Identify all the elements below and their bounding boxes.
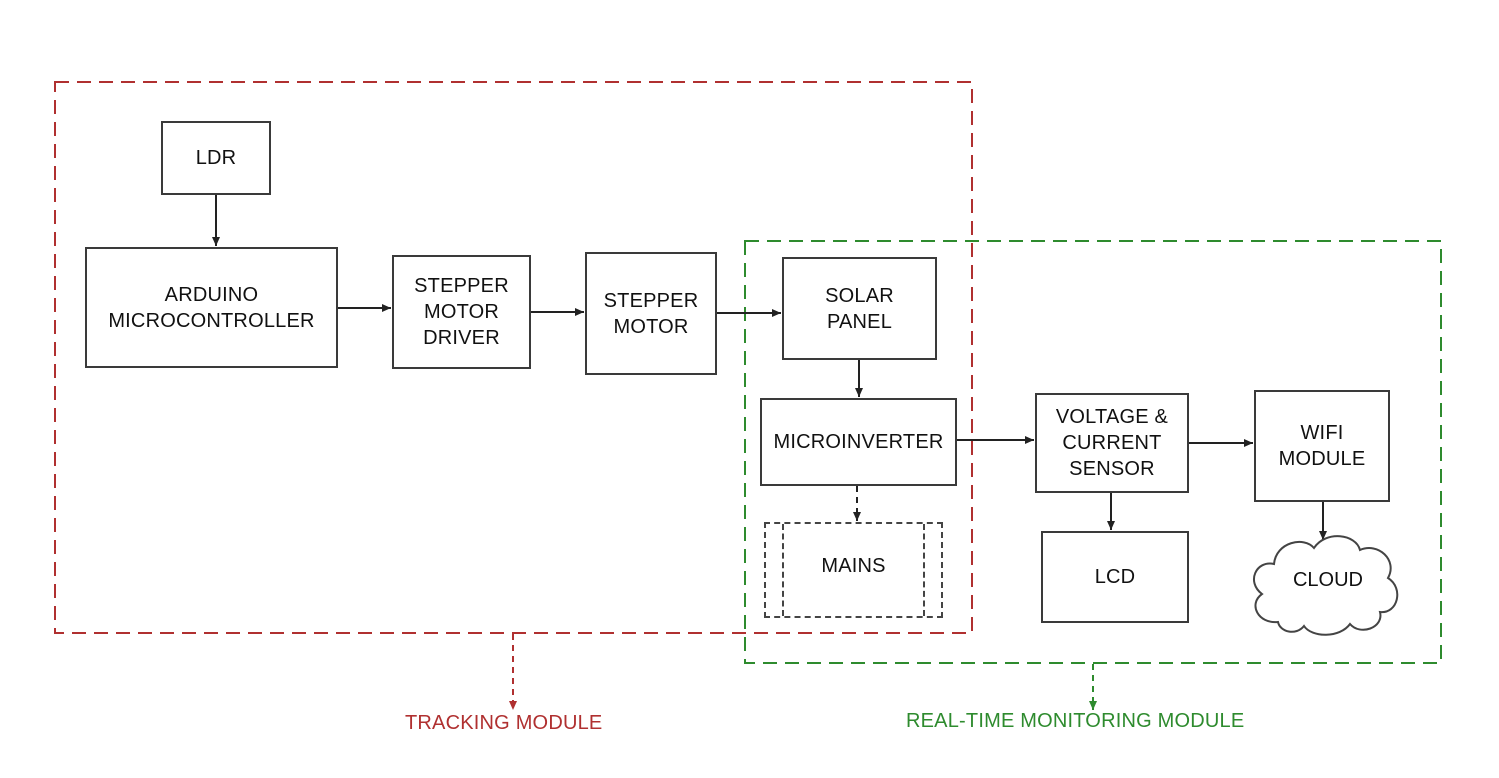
ldr-block: LDR bbox=[161, 121, 271, 195]
voltage-current-sensor-block: VOLTAGE & CURRENT SENSOR bbox=[1035, 393, 1189, 493]
cloud-icon bbox=[1253, 535, 1399, 636]
arduino-label: ARDUINO MICROCONTROLLER bbox=[108, 283, 315, 332]
ldr-label: LDR bbox=[195, 147, 237, 169]
arduino-block: ARDUINO MICROCONTROLLER bbox=[85, 247, 338, 368]
lcd-label: LCD bbox=[1094, 566, 1136, 588]
tracking-module-boundary bbox=[54, 81, 973, 634]
mains-label: MAINS bbox=[821, 555, 886, 577]
microinverter-block: MICROINVERTER bbox=[760, 398, 957, 486]
wifi-module-label: WIFI MODULE bbox=[1278, 422, 1366, 470]
solar-panel-block: SOLAR PANEL bbox=[782, 257, 937, 360]
microinverter-label: MICROINVERTER bbox=[773, 431, 944, 453]
tracking-module-label: TRACKING MODULE bbox=[405, 712, 603, 734]
wifi-module-block: WIFI MODULE bbox=[1254, 390, 1390, 502]
monitoring-module-boundary bbox=[744, 240, 1442, 664]
mains-inner-right-line bbox=[923, 524, 925, 616]
solar-panel-label: SOLAR PANEL bbox=[825, 284, 894, 333]
lcd-block: LCD bbox=[1041, 531, 1189, 623]
cloud-block: CLOUD bbox=[1262, 560, 1394, 600]
monitoring-module-label: REAL-TIME MONITORING MODULE bbox=[906, 710, 1245, 732]
mains-block: MAINS bbox=[764, 522, 943, 618]
cloud-label: CLOUD bbox=[1292, 568, 1363, 591]
mains-inner-left-line bbox=[782, 524, 784, 616]
voltage-current-sensor-label: VOLTAGE & CURRENT SENSOR bbox=[1055, 406, 1169, 480]
stepper-motor-driver-label: STEPPER MOTOR DRIVER bbox=[414, 275, 509, 349]
stepper-motor-driver-block: STEPPER MOTOR DRIVER bbox=[392, 255, 531, 369]
stepper-motor-block: STEPPER MOTOR bbox=[585, 252, 717, 375]
stepper-motor-label: STEPPER MOTOR bbox=[603, 289, 699, 338]
